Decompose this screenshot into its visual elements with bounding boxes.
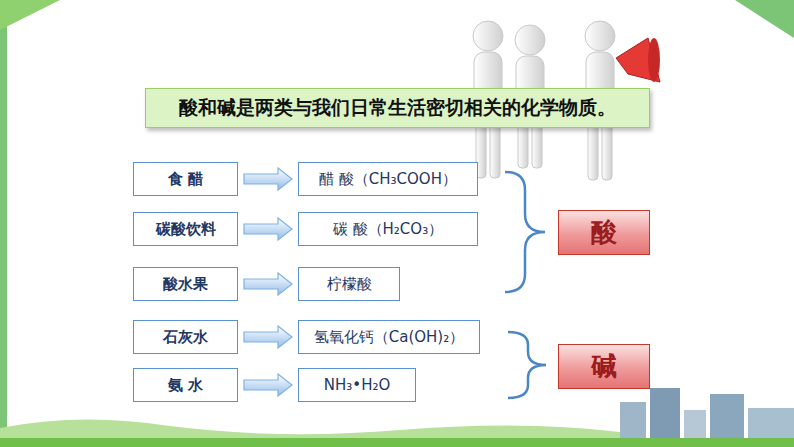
node-label: 氢氧化钙（Ca(OH)₂） bbox=[314, 328, 464, 347]
block-arrow bbox=[244, 273, 292, 295]
node-label: 碳 酸（H₂CO₃） bbox=[333, 220, 443, 239]
node-label: 醋 酸（CH₃COOH） bbox=[319, 170, 457, 189]
node-label: 氨 水 bbox=[168, 376, 203, 395]
substance-box: 碳 酸（H₂CO₃） bbox=[298, 212, 478, 246]
megaphone bbox=[616, 38, 660, 82]
slide-title: 酸和碱是两类与我们日常生活密切相关的化学物质。 bbox=[179, 95, 616, 121]
source-box: 食 醋 bbox=[133, 162, 238, 196]
brace bbox=[505, 172, 545, 292]
category-box: 酸 bbox=[558, 210, 650, 255]
substance-box: NH₃•H₂O bbox=[298, 368, 416, 402]
block-arrow bbox=[244, 374, 292, 396]
node-label: 食 醋 bbox=[168, 170, 203, 189]
block-arrow bbox=[244, 326, 292, 348]
block-arrow bbox=[244, 168, 292, 190]
border-strip bbox=[0, 0, 7, 447]
source-box: 石灰水 bbox=[133, 320, 238, 354]
brace bbox=[508, 332, 546, 398]
source-box: 碳酸饮料 bbox=[133, 212, 238, 246]
node-label: NH₃•H₂O bbox=[324, 376, 390, 394]
node-label: 柠檬酸 bbox=[327, 275, 372, 294]
corner-stripe bbox=[735, 0, 794, 38]
category-box: 碱 bbox=[558, 344, 650, 389]
node-label: 碳酸饮料 bbox=[156, 220, 216, 239]
node-label: 酸水果 bbox=[163, 275, 208, 294]
source-box: 氨 水 bbox=[133, 368, 238, 402]
node-label: 石灰水 bbox=[163, 328, 208, 347]
node-label: 碱 bbox=[591, 349, 617, 384]
block-arrow bbox=[244, 218, 292, 240]
title-banner: 酸和碱是两类与我们日常生活密切相关的化学物质。 bbox=[145, 88, 650, 128]
substance-box: 醋 酸（CH₃COOH） bbox=[298, 162, 478, 196]
corner-stripe bbox=[0, 0, 60, 30]
substance-box: 柠檬酸 bbox=[298, 267, 400, 301]
substance-box: 氢氧化钙（Ca(OH)₂） bbox=[298, 320, 480, 354]
source-box: 酸水果 bbox=[133, 267, 238, 301]
node-label: 酸 bbox=[591, 215, 617, 250]
